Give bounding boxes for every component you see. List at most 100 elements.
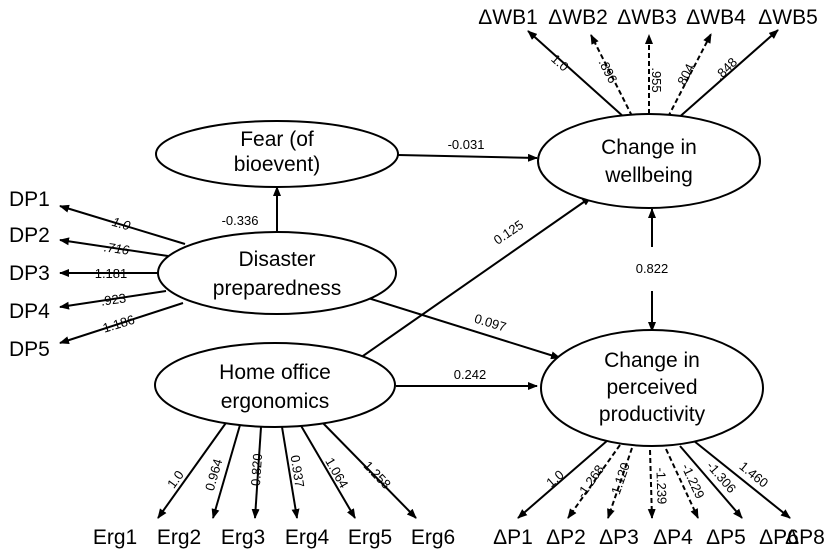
- path-fear-wellbeing: [397, 153, 538, 162]
- loading-arrow-wb2: [590, 34, 633, 117]
- disaster-ellipse: [157, 231, 397, 315]
- wellbeing-label-line2: wellbeing: [604, 164, 693, 187]
- indicator-dp3: DP3: [9, 262, 50, 285]
- latent-productivity: Change in perceived productivity: [540, 329, 764, 447]
- coef-fear-wellbeing: -0.031: [448, 137, 485, 152]
- disaster-label-line1: Disaster: [238, 248, 315, 271]
- loading-p8: 1.460: [736, 458, 771, 490]
- indicator-p2: ΔP2: [546, 526, 586, 549]
- loading-dp3: 1.181: [95, 266, 128, 281]
- loading-erg4: 0.937: [287, 454, 307, 488]
- loading-dp2: .716: [103, 239, 131, 257]
- latent-home: Home office ergonomics: [154, 342, 396, 428]
- loading-arrow-p5: [665, 448, 699, 519]
- indicator-wb4: ΔWB4: [686, 6, 746, 29]
- loading-arrow-erg5: [299, 423, 356, 519]
- path-home-wellbeing: [349, 196, 592, 366]
- path-disaster-productivity: [367, 297, 561, 360]
- fear-label-line1: Fear (of: [240, 128, 314, 151]
- indicator-erg4: Erg4: [285, 526, 330, 549]
- loading-wb3: .955: [649, 67, 664, 92]
- loading-arrow-dp5: [59, 302, 184, 345]
- loading-wb1: 1.0: [548, 51, 571, 74]
- loading-dp4: .923: [100, 290, 127, 308]
- indicator-dp4: DP4: [9, 300, 50, 323]
- loading-dp5: 1.186: [101, 312, 137, 336]
- loading-dp1: 1.0: [110, 214, 132, 234]
- indicator-wb3: ΔWB3: [617, 6, 677, 29]
- loading-arrow-p8: [693, 440, 791, 519]
- loading-arrow-p1: [517, 439, 609, 519]
- loading-arrow-erg3: [251, 426, 262, 519]
- covariance-label-bg: [628, 257, 676, 279]
- coef-home-productivity: 0.242: [454, 367, 487, 382]
- indicator-p3: ΔP3: [599, 526, 639, 549]
- loading-arrow-p2: [567, 444, 621, 519]
- loading-arrow-dp4: [59, 290, 167, 310]
- coef-disaster-fear: -0.336: [222, 213, 259, 228]
- loading-p3: -1.120: [607, 461, 633, 501]
- loading-p1: 1.0: [543, 467, 566, 490]
- wellbeing-label-line1: Change in: [601, 136, 697, 159]
- loading-wb2: .896: [596, 56, 621, 85]
- disaster-label-line2: preparedness: [213, 277, 341, 300]
- loading-erg1: 1.0: [164, 468, 187, 491]
- coef-wellbeing-productivity: 0.822: [636, 261, 669, 276]
- loading-arrow-p4: [647, 449, 656, 519]
- loading-arrow-p6: [679, 445, 743, 519]
- indicator-dp2: DP2: [9, 224, 50, 247]
- loading-erg5: 1.064: [322, 455, 351, 491]
- loading-arrow-p3: [607, 447, 633, 519]
- latent-fear: Fear (of bioevent): [155, 120, 399, 188]
- structural-paths: [273, 153, 656, 390]
- indicator-p6: ΔP6: [759, 526, 799, 549]
- home-label-line1: Home office: [219, 361, 331, 384]
- loading-arrow-wb1: [527, 30, 626, 119]
- loading-arrow-dp2: [59, 237, 169, 257]
- dp-indicator-labels: DP1 DP2 DP3 DP4 DP5: [9, 188, 50, 361]
- indicator-p1: ΔP1: [493, 526, 533, 549]
- indicator-wb5: ΔWB5: [758, 6, 818, 29]
- latent-disaster: Disaster preparedness: [157, 231, 397, 315]
- fear-ellipse: [155, 120, 399, 188]
- home-label-line2: ergonomics: [221, 390, 330, 413]
- coef-disaster-productivity: 0.097: [473, 311, 509, 335]
- indicator-erg1: Erg1: [93, 526, 137, 549]
- loading-arrow-erg4: [281, 426, 300, 519]
- loading-arrow-wb5: [675, 29, 779, 121]
- erg-indicator-labels: Erg1 Erg2 Erg3 Erg4 Erg5 Erg6: [93, 526, 455, 549]
- loading-erg6: 1.258: [361, 458, 394, 492]
- fear-label-line2: bioevent): [234, 153, 320, 176]
- disaster-loadings: [59, 204, 186, 345]
- loading-arrow-dp1: [59, 204, 186, 245]
- loading-arrow-erg1: [157, 419, 229, 519]
- indicator-erg6: Erg6: [411, 526, 455, 549]
- coef-home-wellbeing: 0.125: [491, 217, 526, 248]
- loading-arrow-erg6: [317, 417, 417, 519]
- path-coefficient-labels: -0.031 -0.336 0.125 0.097 0.242 0.822: [222, 137, 676, 382]
- p-indicator-labels: ΔP1 ΔP2 ΔP3 ΔP4 ΔP5 ΔP6 ΔP8: [493, 526, 799, 549]
- latent-wellbeing: Change in wellbeing: [537, 113, 761, 209]
- indicator-erg2: Erg2: [157, 526, 201, 549]
- wb-indicator-labels: ΔWB1 ΔWB2 ΔWB3 ΔWB4 ΔWB5: [478, 6, 818, 29]
- loading-p4: -1.239: [653, 467, 669, 504]
- wb-loading-labels: 1.0 .896 .955 .804 .848: [548, 51, 740, 93]
- indicator-wb2: ΔWB2: [548, 6, 608, 29]
- indicator-erg3: Erg3: [221, 526, 265, 549]
- productivity-label-line1: Change in: [604, 349, 700, 372]
- loading-p2: -1.268: [574, 462, 607, 501]
- indicator-p5: ΔP5: [706, 526, 746, 549]
- wellbeing-ellipse: [537, 113, 761, 209]
- wellbeing-loadings: [527, 29, 779, 121]
- loading-wb5: .848: [712, 55, 741, 84]
- indicator-erg5: Erg5: [348, 526, 392, 549]
- productivity-ellipse: [540, 329, 764, 447]
- indicator-p4: ΔP4: [653, 526, 693, 549]
- loading-erg3: 0.820: [248, 453, 265, 487]
- indicator-dp5: DP5: [9, 338, 50, 361]
- productivity-label-line2: perceived: [606, 376, 697, 399]
- productivity-label-line3: productivity: [599, 403, 706, 426]
- productivity-loadings: [517, 439, 791, 519]
- home-ellipse: [154, 342, 396, 428]
